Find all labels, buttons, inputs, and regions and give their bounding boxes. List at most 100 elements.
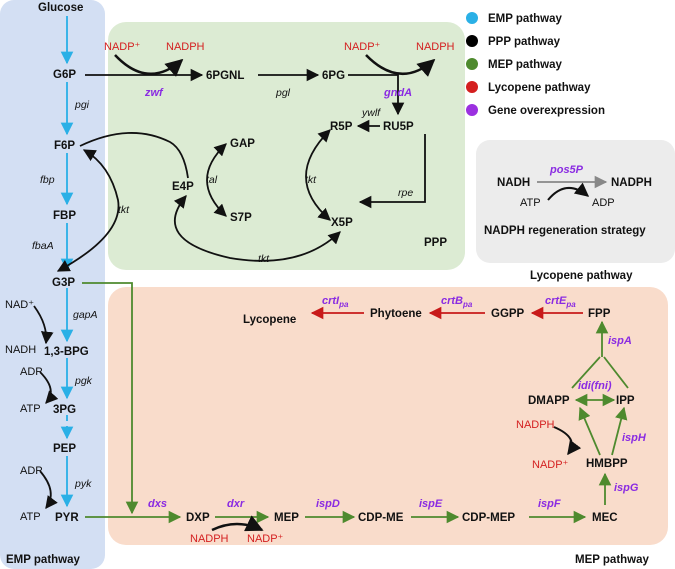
met-gap: GAP [230, 138, 255, 150]
arrow-ru5p-x5p [358, 134, 426, 209]
gene-ispF: ispF [538, 498, 561, 510]
gene-dxr: dxr [227, 498, 245, 510]
cof-nad-gap: NAD⁺ [5, 299, 34, 311]
enz-tkt-1: tkt [305, 174, 317, 186]
mep-region [108, 287, 668, 545]
met-mec: MEC [592, 512, 618, 524]
met-dmapp: DMAPP [528, 395, 570, 407]
enz-fbaA: fbaA [32, 240, 54, 252]
enz-ywlf: ywlf [361, 107, 381, 119]
met-ggpp: GGPP [491, 308, 525, 320]
arrow-dmapp-junction [571, 356, 601, 389]
met-ru5p: RU5P [383, 121, 414, 133]
met-6pgnl: 6PGNL [206, 70, 244, 82]
enz-pgk: pgk [74, 375, 93, 387]
label-lycopene-pathway: Lycopene pathway [530, 270, 633, 282]
cof-atp-pgk: ATP [20, 403, 41, 415]
met-nadh-strategy: NADH [497, 177, 530, 189]
cof-adp-pgk: ADP [20, 366, 43, 378]
met-s7p: S7P [230, 212, 252, 224]
cof-nadph-isph: NADPH [516, 419, 555, 431]
legend-dot-ppp [466, 35, 478, 47]
legend-mep: MEP pathway [488, 59, 563, 71]
cof-nadph-gnd: NADPH [416, 41, 455, 53]
met-phytoene: Phytoene [370, 308, 422, 320]
gene-ispE: ispE [419, 498, 443, 510]
arrow-hmbpp-dmapp [578, 406, 601, 456]
met-mep: MEP [274, 512, 299, 524]
met-cdpmep: CDP-MEP [462, 512, 515, 524]
legend-ppp: PPP pathway [488, 36, 561, 48]
enz-fbp: fbp [40, 174, 55, 186]
label-emp-pathway: EMP pathway [6, 554, 81, 566]
ppp-region [108, 22, 465, 270]
gene-crtI: crtIpa [322, 295, 349, 309]
met-bpg: 1,3-BPG [44, 346, 89, 358]
enz-rpe: rpe [398, 187, 413, 199]
met-nadph-strategy: NADPH [611, 177, 652, 189]
enz-tkt-3: tkt [258, 253, 270, 265]
arrow-6pg-ru5p [348, 74, 405, 116]
met-r5p: R5P [330, 121, 353, 133]
met-hmbpp: HMBPP [586, 458, 628, 470]
gene-pos5P: pos5P [549, 164, 584, 176]
enz-pyk: pyk [74, 478, 92, 490]
met-pyr: PYR [55, 512, 79, 524]
gene-ispH: ispH [622, 432, 647, 444]
gene-gndA: gndA [383, 87, 412, 99]
cof-nadph-dxr: NADPH [190, 533, 229, 545]
emp-cofactor-arrows [33, 305, 59, 510]
label-ppp: PPP [424, 237, 447, 249]
met-g6p: G6P [53, 69, 76, 81]
arrow-zwf-cofactor [114, 54, 184, 77]
met-e4p: E4P [172, 181, 194, 193]
enz-pgi: pgi [74, 99, 90, 111]
gene-ispG: ispG [614, 482, 639, 494]
enz-gapA: gapA [73, 309, 98, 321]
met-fpp: FPP [588, 308, 611, 320]
enz-tkt-2: tkt [118, 204, 130, 216]
met-lycopene: Lycopene [243, 314, 296, 326]
gene-ispA: ispA [608, 335, 632, 347]
cof-nadp-dxr: NADP⁺ [247, 533, 284, 545]
enz-pgl: pgl [275, 87, 291, 99]
gene-idi: idi(fni) [578, 380, 612, 392]
label-nadph-strategy: NADPH regeneration strategy [484, 225, 646, 237]
gene-dxs: dxs [148, 498, 167, 510]
gene-zwf: zwf [144, 87, 164, 99]
arrow-hmbpp-ipp [611, 406, 628, 456]
ppp-curves [56, 129, 341, 272]
met-cdpme: CDP-ME [358, 512, 404, 524]
gene-crtE: crtEpa [545, 295, 576, 309]
met-fbp: FBP [53, 210, 76, 222]
legend: EMP pathway PPP pathway MEP pathway Lyco… [466, 12, 605, 117]
met-ipp: IPP [616, 395, 635, 407]
cof-nadp-zwf: NADP⁺ [104, 41, 141, 53]
label-mep-pathway: MEP pathway [575, 554, 650, 566]
legend-gene: Gene overexpression [488, 105, 605, 117]
met-g3p: G3P [52, 277, 75, 289]
cof-nadp-isph: NADP⁺ [532, 459, 569, 471]
legend-lycopene: Lycopene pathway [488, 82, 591, 94]
enz-tal: tal [206, 174, 218, 186]
cof-nadh-gap: NADH [5, 344, 36, 356]
legend-dot-lycopene [466, 81, 478, 93]
arrow-atp-adp [547, 182, 590, 201]
emp-region [0, 0, 105, 569]
legend-dot-gene [466, 104, 478, 116]
met-dxp: DXP [186, 512, 210, 524]
cof-atp-pyk: ATP [20, 511, 41, 523]
met-pep: PEP [53, 443, 76, 455]
gene-crtB: crtBpa [441, 295, 473, 309]
cof-adp-pyk: ADP [20, 465, 43, 477]
nadph-strategy-region [476, 140, 675, 263]
cof-nadp-gnd: NADP⁺ [344, 41, 381, 53]
met-3pg: 3PG [53, 404, 76, 416]
legend-dot-emp [466, 12, 478, 24]
arrow-g3p-dxs [82, 282, 139, 515]
met-6pg: 6PG [322, 70, 345, 82]
cof-atp-strategy: ATP [520, 197, 541, 209]
legend-dot-mep [466, 58, 478, 70]
